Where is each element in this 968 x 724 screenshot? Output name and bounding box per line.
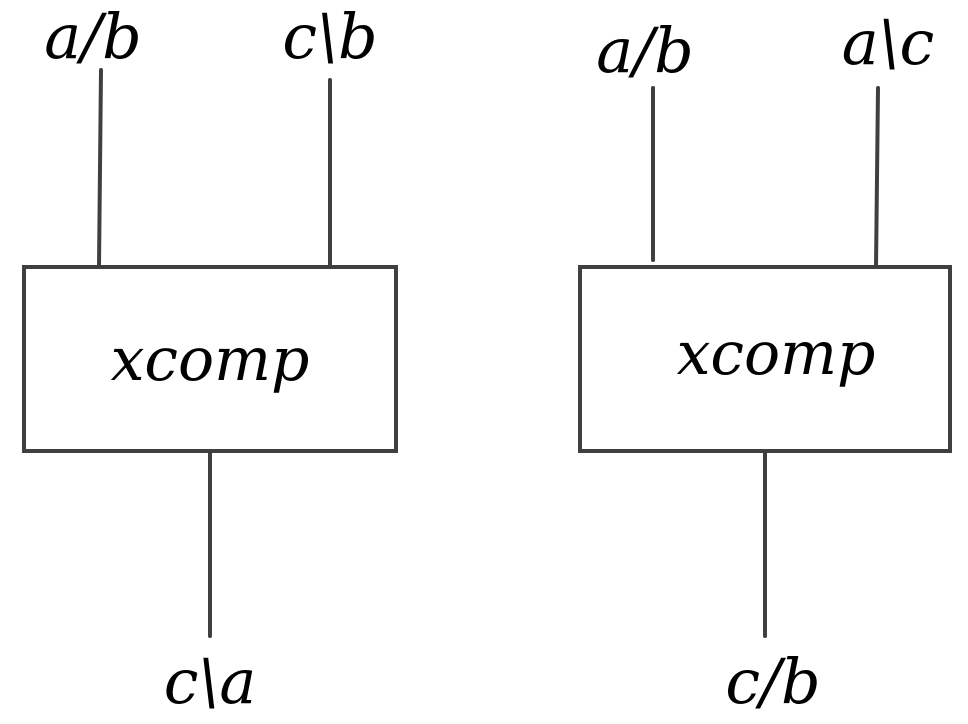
right-box-label: xcomp [677, 319, 876, 389]
left-box-label: xcomp [111, 325, 310, 395]
right-output-label: c/b [725, 645, 820, 718]
left-input-wire-1 [97, 68, 103, 269]
left-input-label-2: c\b [282, 0, 377, 73]
left-input-label-1: a/b [44, 0, 142, 73]
right-diagram: a/b a\c xcomp c/b [578, 6, 952, 718]
right-xcomp-box [578, 265, 952, 453]
right-input-wire-2 [874, 86, 880, 269]
right-input-label-1: a/b [596, 14, 694, 87]
left-output-label: c\a [164, 645, 257, 718]
right-input-label-2: a\c [842, 6, 935, 79]
left-diagram: a/b c\b xcomp c\a [22, 0, 398, 718]
